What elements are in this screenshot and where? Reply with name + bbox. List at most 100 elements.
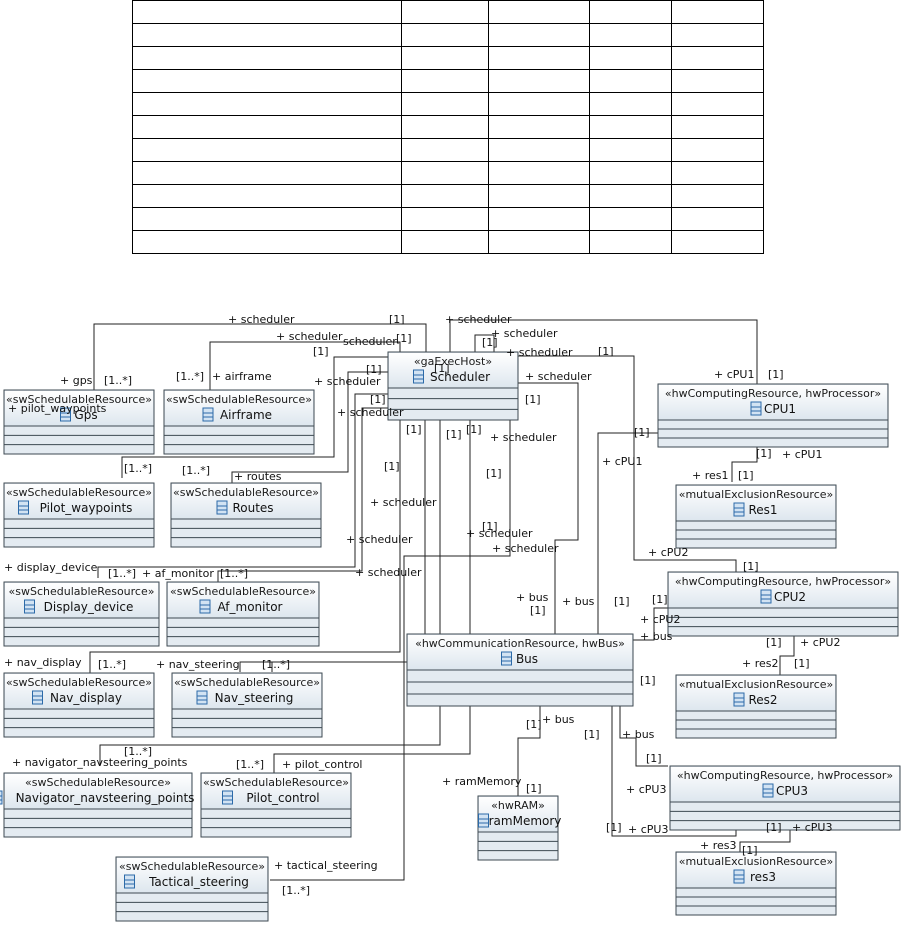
role-scheduler-label: + scheduler <box>337 406 404 419</box>
table-row <box>132 138 764 162</box>
assoc-nav-steering-line <box>239 661 273 672</box>
role-airframe-label: + airframe <box>212 370 272 383</box>
multiplicity-label: [1] <box>756 447 772 460</box>
class-icon <box>733 869 745 884</box>
multiplicity-label: [1..*] <box>182 464 210 477</box>
multiplicity-label: [1] <box>482 520 498 533</box>
role-cpu3-label: + cPU3 <box>626 783 666 796</box>
role-scheduler-label: + scheduler <box>466 527 533 540</box>
role-gps-label: + gps <box>60 374 93 387</box>
table-cell <box>488 46 590 70</box>
class-box-routes: «swSchedulableResource»Routes <box>170 482 322 548</box>
role-scheduler-label: + scheduler <box>355 566 422 579</box>
class-box-res2: «mutualExclusionResource»Res2 <box>675 674 837 739</box>
multiplicity-label: [1] <box>606 821 622 834</box>
table-cell <box>589 23 672 47</box>
class-stereotype: «swSchedulableResource» <box>119 860 265 873</box>
role-cpu1-label: + cPU1 <box>714 368 754 381</box>
class-name: Gps <box>74 408 97 422</box>
class-stereotype: «mutualExclusionResource» <box>679 678 834 691</box>
role-res2-label: + res2 <box>742 657 779 670</box>
multiplicity-label: [1] <box>366 363 382 376</box>
role-bus-label: + bus <box>542 713 575 726</box>
table-row <box>132 46 764 70</box>
class-box-cpu3: «hwComputingResource, hwProcessor»CPU3 <box>669 765 901 831</box>
role-pilot-control-label: + pilot_control <box>282 758 362 771</box>
class-name: ramMemory <box>489 814 562 828</box>
table-cell <box>401 184 489 208</box>
class-name: Display_device <box>44 600 134 614</box>
multiplicity-label: [1] <box>584 728 600 741</box>
table-cell <box>401 207 489 231</box>
class-name: Routes <box>232 501 273 515</box>
multiplicity-label: [1] <box>794 657 810 670</box>
table-cell <box>132 69 402 93</box>
assoc-airframe-line <box>209 341 401 390</box>
role-scheduler-label: + scheduler <box>491 327 558 340</box>
class-name: Af_monitor <box>218 600 283 614</box>
assoc-bus-ram-line <box>517 706 541 796</box>
class-icon <box>413 369 424 384</box>
class-stereotype: «swSchedulableResource» <box>9 585 155 598</box>
assoc-cpu1-line <box>449 319 758 384</box>
class-icon <box>750 401 762 416</box>
class-icon <box>24 599 35 614</box>
table-cell <box>132 115 402 139</box>
class-name: Nav_display <box>50 691 122 705</box>
class-name: Pilot_waypoints <box>40 501 133 515</box>
role-cpu1-label: + cPU1 <box>782 448 822 461</box>
role-scheduler-label: + scheduler <box>346 533 413 546</box>
assoc-cpu2-line <box>474 334 737 572</box>
multiplicity-label: [1] <box>370 393 386 406</box>
class-stereotype: «swSchedulableResource» <box>25 776 171 789</box>
class-stereotype: «hwRAM» <box>491 799 545 812</box>
table-row <box>132 115 764 139</box>
role-scheduler-label: + scheduler <box>525 370 592 383</box>
class-stereotype: «swSchedulableResource» <box>174 676 320 689</box>
assoc-gps-line <box>93 323 427 390</box>
role-res1-label: + res1 <box>692 469 729 482</box>
table-cell <box>589 69 672 93</box>
class-box-pilot-control: «swSchedulableResource»Pilot_control <box>200 772 352 838</box>
multiplicity-label: [1] <box>406 423 422 436</box>
role-navigator-label: + navigator_navsteering_points <box>12 756 188 769</box>
table-cell <box>488 184 590 208</box>
class-stereotype: «swSchedulableResource» <box>166 393 312 406</box>
role-nav-display-label: + nav_display <box>4 656 82 669</box>
multiplicity-label: [1] <box>742 844 758 857</box>
role-res3-label: + res3 <box>700 839 737 852</box>
role-routes-label: + routes <box>234 470 282 483</box>
multiplicity-label: [1..*] <box>176 370 204 383</box>
class-box-display-device: «swSchedulableResource» Display_device <box>3 581 160 647</box>
role-scheduler-label: + scheduler <box>506 346 573 359</box>
class-stereotype: «swSchedulableResource» <box>6 486 152 499</box>
class-icon <box>733 692 745 707</box>
multiplicity-label: [1] <box>466 423 482 436</box>
class-name: Pilot_control <box>246 791 319 805</box>
role-nav-steering-label: + nav_steering <box>156 658 240 671</box>
role-scheduler-label: + scheduler <box>228 313 295 326</box>
association-labels: + scheduler [1] + scheduler scheduler [1… <box>4 313 840 897</box>
multiplicity-label: [1] <box>446 428 462 441</box>
multiplicity-label: [1] <box>434 362 450 375</box>
class-stereotype: «mutualExclusionResource» <box>679 488 834 501</box>
table-cell <box>671 230 764 254</box>
class-icon <box>199 599 211 614</box>
class-icon <box>478 813 489 828</box>
assoc-af-monitor-line <box>217 407 388 582</box>
data-table <box>132 0 764 254</box>
class-icon <box>762 783 774 798</box>
multiplicity-label: [1] <box>768 368 784 381</box>
multiplicity-label: [1..*] <box>124 745 152 758</box>
multiplicity-label: [1] <box>384 460 400 473</box>
class-icon <box>760 589 772 604</box>
class-icon <box>196 690 208 705</box>
role-scheduler-label: + scheduler <box>492 542 559 555</box>
multiplicity-label: [1..*] <box>236 758 264 771</box>
class-box-pilot-waypoints: «swSchedulableResource» Pilot_waypoints <box>3 482 155 548</box>
class-name: Airframe <box>220 408 272 422</box>
table-cell <box>589 46 672 70</box>
class-stereotype: «mutualExclusionResource» <box>679 855 834 868</box>
table-cell <box>132 230 402 254</box>
assoc-bus-cpu3-line <box>619 706 668 767</box>
